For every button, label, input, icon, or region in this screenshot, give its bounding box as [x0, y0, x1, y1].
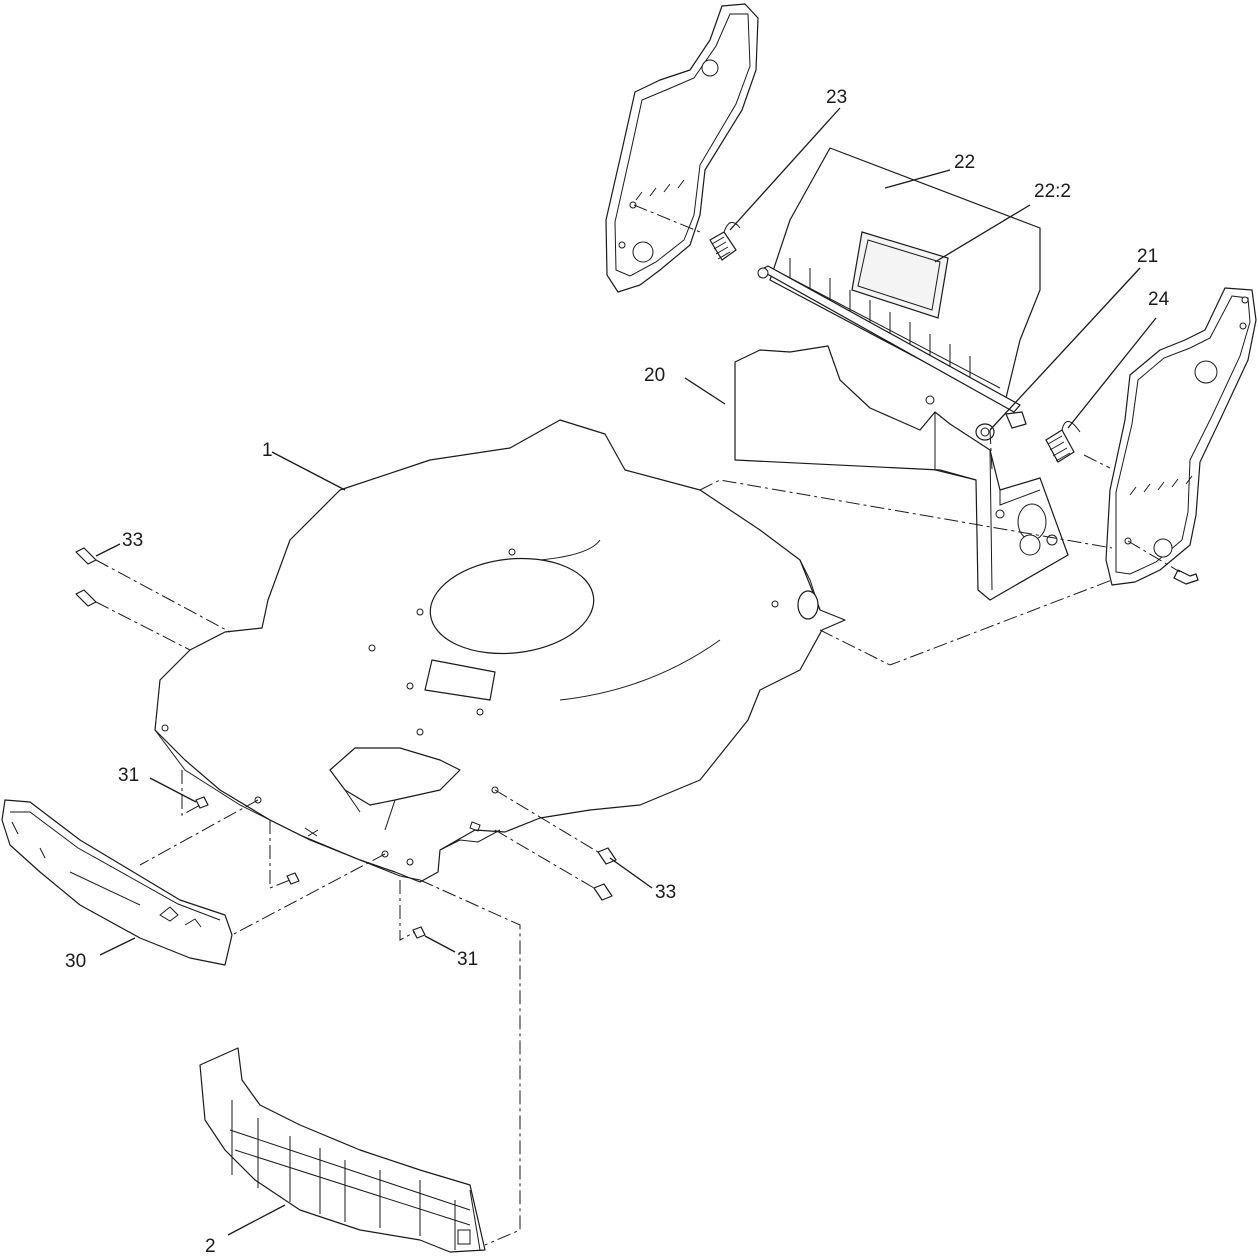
callout-21: 21 [1137, 246, 1158, 267]
callout-23: 23 [826, 87, 847, 108]
callout-24: 24 [1148, 289, 1170, 310]
callout-31-right: 31 [457, 949, 478, 970]
spring-left [709, 221, 741, 261]
baffle [199, 1047, 486, 1253]
callout-22-2: 22:2 [1034, 181, 1071, 202]
callout-31-left: 31 [118, 765, 139, 786]
leader-lines [95, 107, 1157, 1236]
left-side-plate [605, 3, 759, 293]
mower-deck [154, 419, 846, 883]
alignment-lines [95, 204, 1181, 1246]
callout-22: 22 [954, 152, 975, 173]
callout-labels: 1 2 20 21 22 22:2 23 24 30 31 31 33 33 [65, 87, 1170, 1257]
callout-20: 20 [644, 365, 665, 386]
rear-flap [757, 147, 1041, 413]
right-side-plate [1105, 287, 1257, 586]
callout-33-left: 33 [122, 530, 143, 551]
spring-right [1045, 421, 1081, 463]
callout-2: 2 [205, 1236, 216, 1257]
callout-33-right: 33 [655, 882, 676, 903]
callout-1: 1 [262, 440, 273, 461]
callout-30: 30 [65, 951, 86, 972]
front-bumper [1, 799, 233, 966]
bushing [975, 411, 1027, 441]
